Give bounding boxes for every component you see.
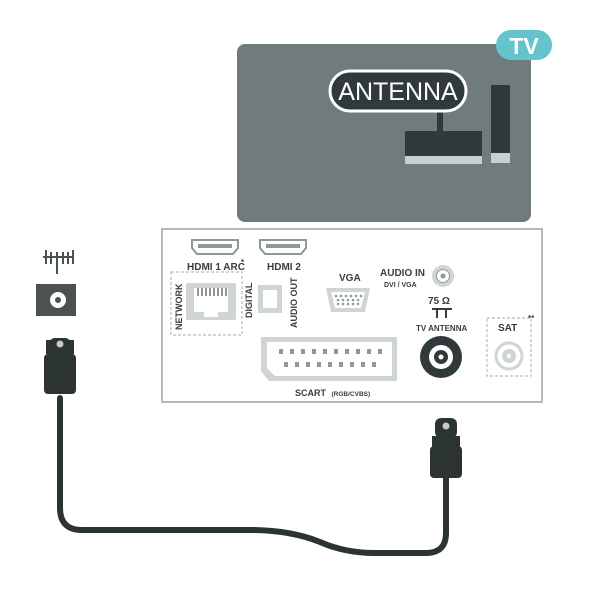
wall-antenna-socket — [36, 284, 76, 316]
network-port — [186, 283, 236, 320]
tv-badge-pill — [496, 30, 552, 60]
callout-pointer — [437, 108, 443, 131]
digital-audio-out-port — [258, 285, 282, 313]
antenna-cable — [57, 395, 449, 556]
audio-out-label: AUDIO OUT — [289, 277, 299, 328]
scart-label-sub: (RGB/CVBS) — [332, 391, 371, 398]
tv-antenna-label: TV ANTENNA — [416, 324, 467, 333]
sat-group-outline — [486, 317, 532, 377]
scart-label-main: SCART — [295, 388, 327, 398]
sat-socket — [494, 341, 524, 371]
scart-label: SCART (RGB/CVBS) — [295, 388, 370, 398]
tv-side-connector-base — [491, 153, 510, 163]
scart-port — [261, 337, 397, 381]
hdmi-1-label: HDMI 1 ARC — [187, 262, 245, 273]
tv-connector-block — [405, 131, 482, 156]
vga-port — [326, 288, 370, 312]
hdmi-2-label: HDMI 2 — [267, 262, 301, 273]
antenna-callout-label: ANTENNA — [338, 78, 458, 106]
sat-label: SAT — [498, 323, 517, 334]
network-label: NETWORK — [174, 283, 184, 330]
digital-label: DIGITAL — [244, 282, 254, 318]
hdmi-1-asterisk: * — [241, 258, 245, 267]
tv-badge-label: TV — [509, 33, 539, 59]
audio-in-sublabel: DVI / VGA — [384, 282, 417, 289]
vga-label: VGA — [339, 273, 361, 284]
aerial-icon — [43, 250, 74, 274]
tv-badge: TV — [496, 30, 552, 60]
tv-antenna-socket — [420, 336, 462, 378]
right-cable-plug — [430, 418, 462, 478]
audio-in-jack — [432, 265, 454, 287]
coax-symbol-icon — [432, 308, 452, 318]
sat-asterisks: ** — [528, 314, 535, 323]
left-cable-plug — [44, 338, 76, 394]
tv-side-connector — [491, 85, 510, 153]
network-group-outline — [170, 271, 243, 336]
impedance-label: 75 Ω — [428, 296, 450, 307]
antenna-callout-bubble — [328, 69, 468, 113]
audio-in-label: AUDIO IN — [380, 268, 425, 279]
tv-connector-block-base — [405, 156, 482, 164]
hdmi-1-port — [191, 239, 239, 255]
hdmi-2-port — [259, 239, 307, 255]
antenna-callout: ANTENNA — [328, 69, 468, 113]
